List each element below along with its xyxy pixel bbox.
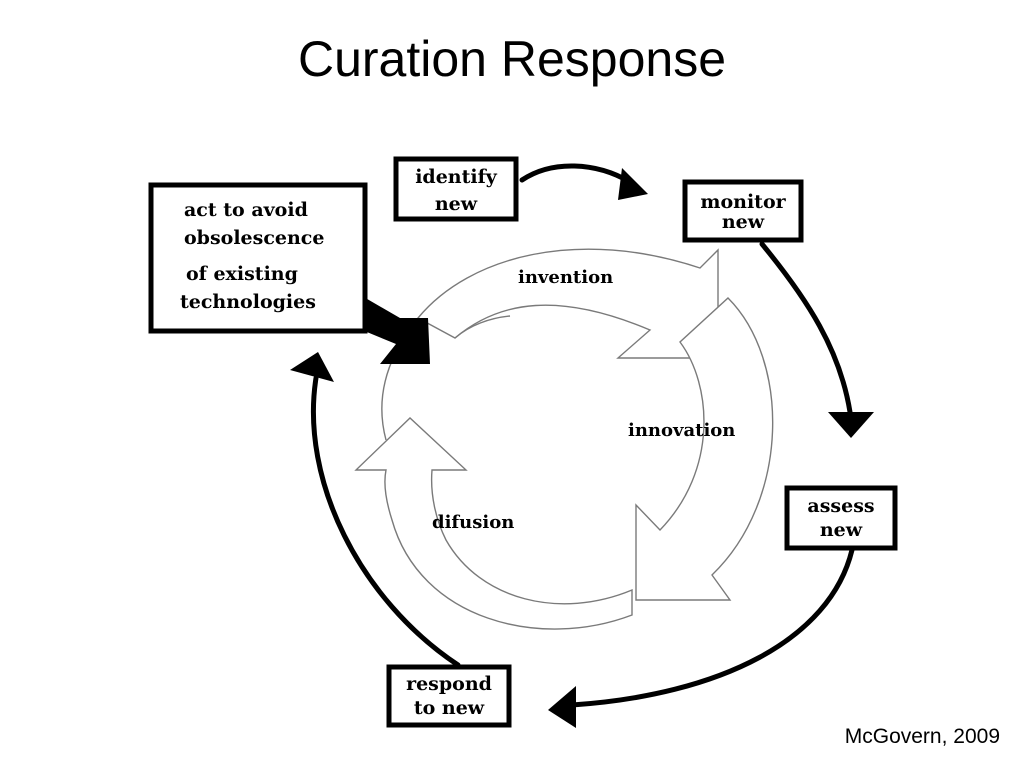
monitor-box-line-1: monitor — [700, 191, 786, 213]
citation: McGovern, 2009 — [844, 725, 1000, 748]
innovation-label: innovation — [628, 420, 735, 441]
act-box-line-3: of existing — [186, 263, 298, 285]
arrow-monitor-to-assess — [759, 241, 853, 415]
identify-box: identify new — [393, 156, 519, 222]
outer-connectors — [310, 163, 855, 708]
assess-box-line-1: assess — [807, 495, 874, 517]
monitor-box-line-2: new — [722, 211, 765, 233]
identify-box-line-2: new — [435, 193, 478, 215]
assess-box-line-2: new — [820, 519, 863, 541]
arrow-respond-to-act — [310, 375, 461, 668]
act-box-line-1: act to avoid — [184, 199, 308, 221]
respond-box: respond to new — [386, 664, 512, 728]
arrowhead-respond — [548, 686, 576, 728]
respond-box-line-1: respond — [406, 673, 492, 695]
act-box-pointer-arrow — [362, 296, 430, 364]
arrowhead-assess — [828, 412, 874, 438]
arrowhead-monitor — [618, 168, 648, 200]
slide-title: Curation Response — [297, 31, 727, 87]
ring-arc-top — [454, 315, 511, 339]
monitor-box: monitor new — [682, 179, 804, 243]
inner-cycle — [354, 248, 774, 630]
respond-box-line-2: to new — [414, 697, 485, 719]
invention-label: invention — [518, 267, 613, 288]
act-box-line-2: obsolescence — [184, 227, 324, 249]
arrow-assess-to-respond — [569, 547, 855, 708]
difusion-arrow — [354, 417, 633, 630]
arrowhead-act — [290, 352, 334, 382]
assess-box: assess new — [784, 485, 898, 551]
identify-box-line-1: identify — [415, 166, 498, 188]
act-box: act to avoid obsolescence of existing te… — [148, 182, 368, 334]
ring-arc-left — [381, 351, 397, 441]
innovation-arrow — [635, 297, 774, 601]
act-box-line-4: technologies — [180, 291, 316, 313]
arrow-identify-to-monitor — [519, 163, 633, 185]
difusion-label: difusion — [432, 512, 514, 533]
invention-arrow — [416, 248, 719, 359]
